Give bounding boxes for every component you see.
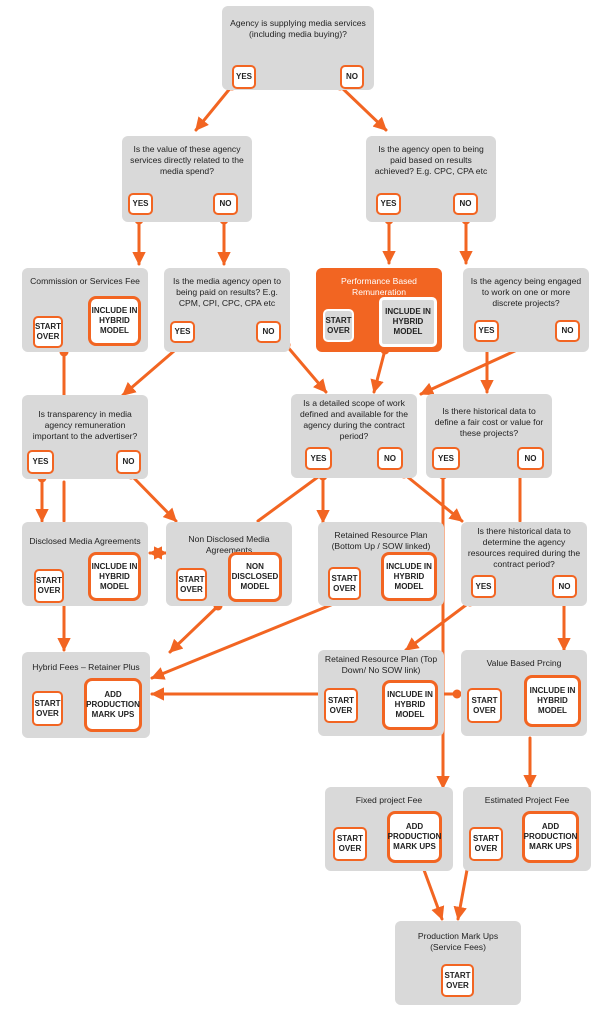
node-transparency: Is transparency in media agency remunera… (22, 395, 148, 479)
start-over-button[interactable]: START OVER (469, 827, 503, 861)
start-over-button[interactable]: START OVER (333, 827, 367, 861)
no-button[interactable]: NO (517, 447, 544, 470)
arrow-transparency-no (129, 473, 178, 523)
yes-button[interactable]: YES (471, 575, 496, 598)
arrow-estimated-to-production (453, 868, 469, 921)
node-historical-projects: Is there historical data to define a fai… (426, 394, 552, 478)
no-button[interactable]: NO (377, 447, 403, 470)
no-button[interactable]: NO (340, 65, 364, 89)
node-media-results: Is the media agency open to being paid o… (164, 268, 290, 352)
arrow-performance-to-scope (370, 348, 387, 394)
arrow-supplying-yes (194, 84, 234, 132)
node-estimated-project-fee: Estimated Project Fee START OVER ADD PRO… (463, 787, 591, 871)
node-retained-bottom-up: Retained Resource Plan (Bottom Up / SOW … (318, 522, 444, 606)
yes-button[interactable]: YES (305, 447, 332, 470)
node-fixed-project-fee-text: Fixed project Fee (355, 795, 423, 805)
no-button[interactable]: NO (213, 193, 238, 215)
node-supplying-media: Agency is supplying media services (incl… (222, 6, 374, 90)
start-over-button[interactable]: START OVER (328, 567, 361, 600)
start-over-button[interactable]: START OVER (324, 688, 358, 723)
node-value-related: Is the value of these agency services di… (122, 136, 252, 222)
include-hybrid-button[interactable]: INCLUDE IN HYBRID MODEL (381, 552, 437, 601)
arrow-fixed-to-production (422, 868, 445, 921)
node-hybrid-fees: Hybrid Fees – Retainer Plus START OVER A… (22, 652, 150, 738)
node-results-open-text: Is the agency open to being paid based o… (374, 144, 488, 176)
node-discrete-projects-text: Is the agency being engaged to work on o… (470, 276, 582, 308)
node-supplying-media-text: Agency is supplying media services (incl… (230, 18, 366, 39)
node-value-based-text: Value Based Prcing (486, 658, 562, 668)
node-commission-fee-text: Commission or Services Fee (30, 276, 140, 286)
start-over-button[interactable]: START OVER (34, 569, 64, 603)
yes-button[interactable]: YES (128, 193, 153, 215)
include-hybrid-button[interactable]: INCLUDE IN HYBRID MODEL (382, 680, 438, 730)
start-over-button[interactable]: START OVER (32, 691, 63, 726)
include-hybrid-button[interactable]: INCLUDE IN HYBRID MODEL (524, 675, 581, 727)
arrow-nondisclosed-to-hybrid (168, 604, 220, 654)
node-production-mark-ups: Production Mark Ups (Service Fees) START… (395, 921, 521, 1005)
node-non-disclosed-media: Non Disclosed Media Agreements START OVE… (166, 522, 292, 606)
arrow-supplying-no (338, 84, 388, 132)
include-hybrid-button[interactable]: INCLUDE IN HYBRID MODEL (88, 552, 141, 601)
yes-button[interactable]: YES (474, 320, 499, 342)
node-historical-projects-text: Is there historical data to define a fai… (434, 406, 544, 438)
node-transparency-text: Is transparency in media agency remunera… (32, 409, 138, 441)
add-production-button[interactable]: ADD PRODUCTION MARK UPS (387, 811, 442, 863)
node-scope-defined: Is a detailed scope of work defined and … (291, 394, 417, 478)
yes-button[interactable]: YES (27, 450, 54, 474)
node-retained-top-down-text: Retained Resource Plan (Top Down/ No SOW… (324, 654, 438, 675)
node-value-related-text: Is the value of these agency services di… (130, 144, 244, 176)
start-over-button[interactable]: START OVER (323, 309, 354, 342)
node-performance-based-text: Performance Based Remuneration (341, 276, 417, 297)
arrow-mediaresults-no (284, 343, 328, 394)
node-historical-resources-text: Is there historical data to determine th… (467, 526, 581, 569)
node-fixed-project-fee: Fixed project Fee START OVER ADD PRODUCT… (325, 787, 453, 871)
include-hybrid-button[interactable]: INCLUDE IN HYBRID MODEL (88, 296, 141, 346)
node-non-disclosed-media-text: Non Disclosed Media Agreements (188, 534, 270, 555)
no-button[interactable]: NO (256, 321, 281, 343)
arrow-mediaresults-yes (121, 343, 183, 397)
start-over-button[interactable]: START OVER (467, 688, 502, 723)
node-value-based: Value Based Prcing START OVER INCLUDE IN… (461, 650, 587, 736)
node-disclosed-media-text: Disclosed Media Agreements (29, 536, 141, 546)
no-button[interactable]: NO (116, 450, 141, 474)
node-performance-based: Performance Based Remuneration START OVE… (316, 268, 442, 352)
start-over-button[interactable]: START OVER (441, 964, 474, 997)
add-production-button[interactable]: ADD PRODUCTION MARK UPS (522, 811, 579, 863)
include-hybrid-button[interactable]: INCLUDE IN HYBRID MODEL (379, 297, 437, 347)
arrow-histresources-yes (404, 600, 472, 652)
yes-button[interactable]: YES (432, 447, 460, 470)
node-hybrid-fees-text: Hybrid Fees – Retainer Plus (32, 662, 140, 672)
node-disclosed-media: Disclosed Media Agreements START OVER IN… (22, 522, 148, 606)
start-over-button[interactable]: START OVER (33, 316, 63, 348)
node-retained-bottom-up-text: Retained Resource Plan (Bottom Up / SOW … (331, 530, 431, 551)
yes-button[interactable]: YES (376, 193, 401, 215)
no-button[interactable]: NO (453, 193, 478, 215)
start-over-button[interactable]: START OVER (176, 568, 207, 601)
node-retained-top-down: Retained Resource Plan (Top Down/ No SOW… (318, 650, 444, 736)
node-production-mark-ups-text: Production Mark Ups (Service Fees) (417, 931, 499, 952)
node-scope-defined-text: Is a detailed scope of work defined and … (300, 398, 408, 441)
arrow-bottomup-to-hybrid (150, 596, 350, 680)
line-nondisclosed-to-scope (256, 472, 324, 523)
dot-value-left (452, 689, 462, 699)
node-historical-resources: Is there historical data to determine th… (461, 522, 587, 606)
yes-button[interactable]: YES (232, 65, 256, 89)
add-production-button[interactable]: ADD PRODUCTION MARK UPS (84, 678, 142, 732)
node-media-results-text: Is the media agency open to being paid o… (173, 276, 281, 308)
yes-button[interactable]: YES (170, 321, 195, 343)
node-results-open: Is the agency open to being paid based o… (366, 136, 496, 222)
node-commission-fee: Commission or Services Fee START OVER IN… (22, 268, 148, 352)
node-discrete-projects: Is the agency being engaged to work on o… (463, 268, 589, 352)
non-disclosed-model-button[interactable]: NON DISCLOSED MODEL (228, 552, 282, 602)
no-button[interactable]: NO (552, 575, 577, 598)
no-button[interactable]: NO (555, 320, 580, 342)
arrow-scope-no (402, 472, 464, 523)
node-estimated-project-fee-text: Estimated Project Fee (484, 795, 570, 805)
